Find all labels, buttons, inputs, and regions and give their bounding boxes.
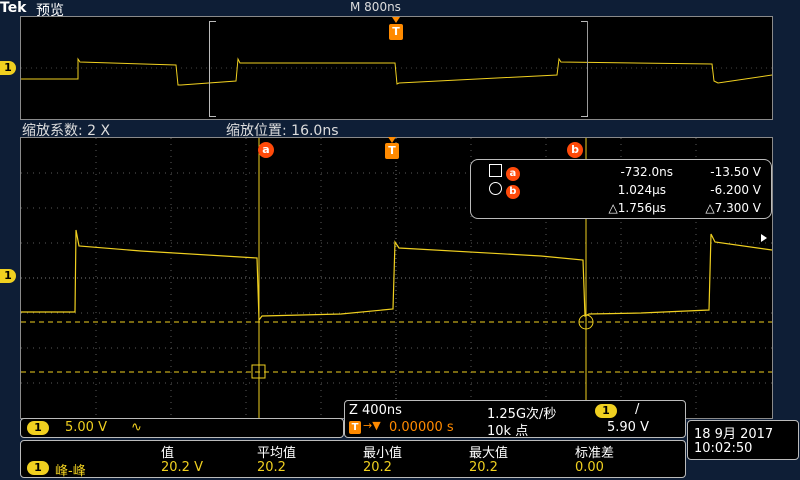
cursor-a-row: a: [489, 163, 520, 181]
channel1-badge: 1: [27, 421, 49, 435]
cursor-readout-panel: a -732.0ns -13.50 V b 1.024µs -6.200 V △…: [470, 159, 772, 219]
cursor-b-row: b: [489, 181, 520, 199]
main-trigger-arrow: [388, 137, 396, 143]
cursor-b-label[interactable]: b: [567, 142, 583, 158]
main-timebase: M 800ns: [350, 0, 401, 14]
cursor-b-volt: -6.200 V: [710, 183, 761, 197]
trigger-level: 5.90 V: [607, 420, 649, 435]
coupling-icon: ∿: [131, 420, 142, 435]
measurement-min: 20.2: [363, 460, 392, 475]
trigger-slope-icon: /: [635, 402, 640, 417]
cursor-b-point: [578, 314, 594, 330]
zoom-position-label: 缩放位置: 16.0ns: [226, 123, 339, 139]
acquisition-panel[interactable]: Z 400ns 1.25G次/秒 1 / T →▼ 0.00000 s 10k …: [344, 400, 686, 439]
sample-rate: 1.25G次/秒: [487, 407, 557, 422]
overview-waveform: [21, 57, 772, 86]
preview-title: 预览: [36, 3, 64, 19]
record-length: 10k 点: [487, 424, 529, 439]
header-max: 最大值: [469, 446, 509, 461]
zoom-factor-label: 缩放系数: 2 X: [22, 123, 111, 139]
main-trigger-marker: T: [385, 143, 399, 159]
measurement-channel-badge: 1: [27, 461, 49, 475]
date-display: 18 9月 2017: [694, 427, 774, 442]
arrow-right-icon: →▼: [363, 419, 381, 432]
measurement-value: 20.2 V: [161, 460, 203, 475]
measurement-name: 峰-峰: [55, 464, 86, 479]
trigger-channel-badge: 1: [595, 404, 617, 418]
header-stddev: 标准差: [575, 446, 615, 461]
overview-trace: [21, 57, 772, 86]
overview-trigger-arrow: [392, 17, 400, 23]
trigger-pos-badge: T: [349, 421, 361, 434]
cursor-a-point: [251, 364, 266, 379]
main-channel-marker[interactable]: 1: [0, 269, 16, 283]
zoom-window-center-line: [587, 21, 588, 115]
channel1-setting[interactable]: 1 5.00 V ∿: [20, 418, 344, 438]
header-value: 值: [161, 446, 175, 461]
delta-time: △1.756µs: [608, 201, 666, 215]
right-edge-marker: [761, 234, 767, 242]
overview-panel[interactable]: [20, 16, 773, 120]
zoom-timebase: Z 400ns: [349, 403, 402, 418]
circle-icon: [489, 182, 502, 195]
zoom-window-bracket-left[interactable]: [209, 21, 216, 117]
channel1-scale: 5.00 V: [65, 420, 107, 435]
overview-trigger-marker: T: [389, 24, 403, 40]
main-waveform: [21, 138, 772, 418]
cursor-b-badge: b: [505, 185, 520, 199]
header-min: 最小值: [363, 446, 403, 461]
cursor-a-volt: -13.50 V: [710, 165, 761, 179]
cursor-a-time: -732.0ns: [620, 165, 673, 179]
trigger-position: 0.00000 s: [389, 420, 454, 435]
delta-volt: △7.300 V: [705, 201, 761, 215]
main-trace: [21, 229, 772, 322]
measurement-table[interactable]: 值 平均值 最小值 最大值 标准差 1 峰-峰 20.2 V 20.2 20.2…: [20, 440, 686, 479]
time-display: 10:02:50: [694, 441, 753, 456]
square-icon: [489, 164, 502, 177]
measurement-stddev: 0.00: [575, 460, 604, 475]
measurement-mean: 20.2: [257, 460, 286, 475]
cursor-a-label[interactable]: a: [258, 142, 274, 158]
tek-logo: Tek: [0, 0, 27, 16]
header-mean: 平均值: [257, 446, 297, 461]
measurement-max: 20.2: [469, 460, 498, 475]
cursor-b-time: 1.024µs: [617, 183, 666, 197]
cursor-a-badge: a: [505, 167, 520, 181]
datetime-panel: 18 9月 2017 10:02:50: [687, 420, 799, 460]
overview-channel-marker[interactable]: 1: [0, 61, 16, 75]
